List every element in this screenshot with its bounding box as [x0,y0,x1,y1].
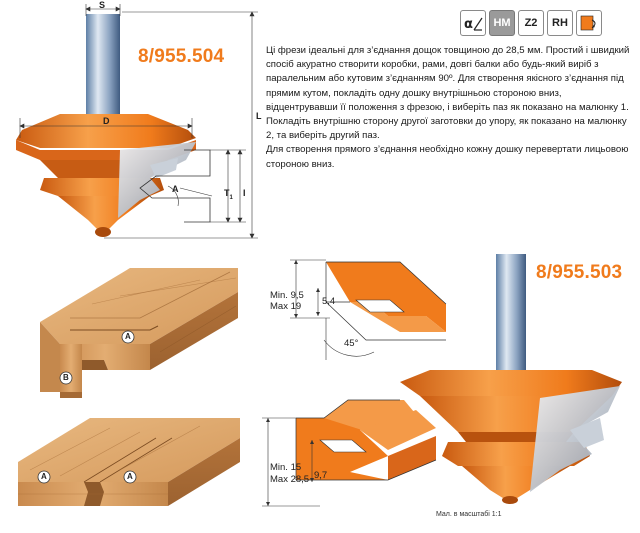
dim-a-label: A [172,184,179,194]
dim-t1-main: T [224,188,230,198]
product-code-503: 8/955.503 [536,262,623,283]
angle-icon: α [460,10,486,36]
cutter-504-illustration [16,14,196,237]
wood-board-corner-joint [40,268,238,398]
feed-direction-icon [576,10,602,36]
dim-t1-subscript: 1 [229,194,233,201]
cutter-504-profile [139,149,222,223]
wood-board-straight-joint [18,418,240,506]
cutter-503-illustration [400,254,622,504]
profile-flat-diagram [262,399,437,507]
wood-label-a-2: A [41,472,47,481]
feature-badges: α HM Z2 RH [460,10,602,36]
cutter-504-dimensions [19,4,258,239]
rotation-badge: RH [547,10,573,36]
dim-s-label: S [99,0,106,10]
teeth-badge: Z2 [518,10,544,36]
product-code-504: 8/955.504 [138,46,225,67]
description-paragraph-2: Для створення прямого з’єднання необхідн… [266,144,629,170]
wood-label-a-1: A [125,332,131,341]
cutter-503-upper-cone [400,370,622,396]
profile-45-depth: 5,4 [322,296,336,307]
cutter-503-blade [530,386,620,492]
dim-l-label: L [256,111,262,121]
profile-45-min: Min. 9,5 [270,290,304,301]
dim-i-label: I [243,188,246,198]
profile-flat-depth: 9,7 [314,470,328,481]
joint-a-marker-1 [121,330,135,344]
cutter-503-shank [496,254,526,376]
material-badge: HM [489,10,515,36]
profile-flat-max: Max 28,5 [270,474,310,485]
dim-t1-label: T1 [224,188,233,201]
profile-45-angle: 45° [344,338,359,349]
profile-45-diagram [290,259,447,360]
joint-b-marker [59,371,73,385]
description-paragraph-1: Ці фрези ідеальні для з’єднання дощок то… [266,45,630,142]
product-description: Ці фрези ідеальні для з’єднання дощок то… [266,44,634,172]
wood-label-b: B [63,373,69,382]
wood-label-a-3: A [127,472,133,481]
scale-note: Мал. в масштабі 1:1 [436,511,502,518]
joint-a-marker-3 [123,470,137,484]
profile-45-max: Max 19 [270,301,302,312]
svg-text:α: α [464,17,473,32]
profile-flat-min: Min. 15 [270,462,302,473]
cutter-504-upper-cone [16,114,196,148]
dim-d-label: D [103,116,110,126]
joint-a-marker-2 [37,470,51,484]
